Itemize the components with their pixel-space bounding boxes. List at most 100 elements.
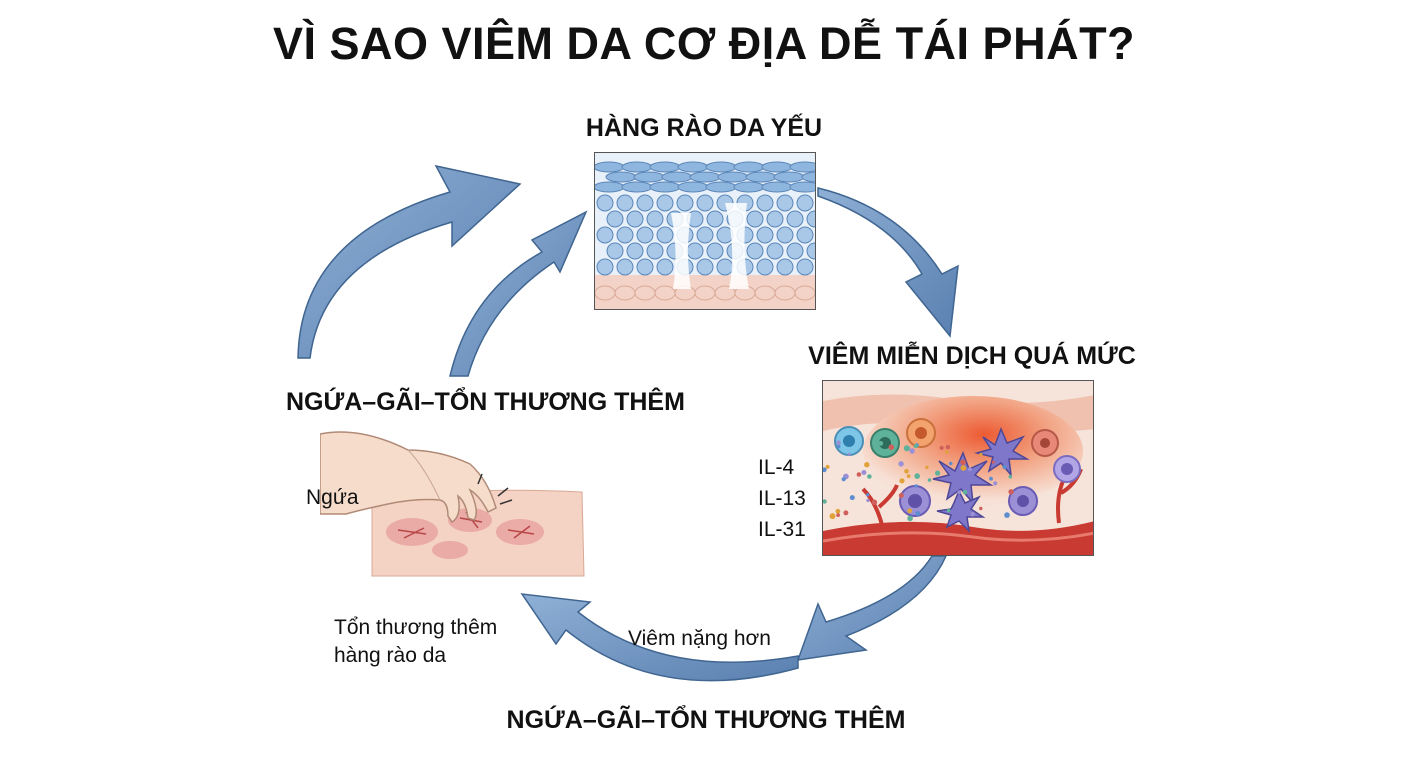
skin-cell	[656, 258, 674, 276]
worse-inflammation-note: Viêm nặng hơn	[628, 627, 771, 650]
cytokine-dot	[962, 489, 968, 495]
skin-cell	[705, 181, 737, 193]
skin-cell	[649, 161, 681, 173]
skin-cell	[761, 161, 793, 173]
skin-cell	[596, 258, 614, 276]
cytokine-dot	[927, 478, 932, 482]
skin-cell	[705, 161, 737, 173]
skin-cell	[776, 194, 794, 212]
cytokine-dot	[957, 490, 962, 494]
inflammation-heading: VIÊM MIỄN DỊCH QUÁ MỨC	[808, 342, 1136, 370]
skin-cell	[677, 181, 709, 193]
cytokine-dot	[899, 478, 905, 484]
skin-cell	[786, 210, 804, 228]
cytokine-dot	[1004, 512, 1010, 518]
cytokine-dot	[960, 459, 966, 466]
skin-cell	[801, 171, 815, 183]
itch-label: Ngứa	[306, 486, 359, 509]
immune-inflammation-illustration	[822, 380, 1094, 556]
cytokine-dot	[878, 441, 884, 446]
skin-cell	[776, 226, 794, 244]
skin-cell	[605, 171, 637, 183]
cytokine-dot	[945, 450, 949, 454]
skin-cell	[689, 171, 721, 183]
cytokine-dot	[913, 444, 918, 449]
cytokine-dot	[898, 493, 904, 498]
skin-cell	[676, 194, 694, 212]
skin-cell	[636, 258, 654, 276]
skin-cell	[761, 181, 793, 193]
skin-cell	[796, 258, 814, 276]
skin-cell	[756, 194, 774, 212]
skin-barrier-illustration	[594, 152, 816, 310]
cytokine-dot	[903, 445, 910, 452]
cytokine-dot	[989, 476, 993, 481]
skin-cell	[796, 194, 814, 212]
cytokine-dot	[836, 440, 841, 445]
skin-cell	[606, 210, 624, 228]
skin-cell	[686, 242, 704, 260]
skin-cell	[696, 258, 714, 276]
cytokine-dot	[909, 448, 915, 454]
cytokine-dot	[970, 511, 975, 517]
cytokine-dot	[925, 465, 929, 470]
skin-cell	[756, 226, 774, 244]
skin-cell	[746, 242, 764, 260]
skin-cell	[789, 161, 815, 173]
skin-cell	[616, 258, 634, 276]
skin-cell	[654, 285, 676, 301]
skin-cell	[794, 285, 815, 301]
cytokine-dot	[866, 493, 870, 497]
cytokine-dot	[960, 465, 967, 471]
skin-cell	[716, 258, 734, 276]
cytokine-dot	[979, 452, 983, 457]
cytokine-dot	[835, 508, 841, 514]
cytokine-dot	[1008, 474, 1013, 479]
skin-cell	[634, 285, 656, 301]
skin-cell	[656, 226, 674, 244]
skin-cell	[766, 210, 784, 228]
skin-cell	[633, 171, 665, 183]
cytokine-dot	[946, 508, 951, 513]
cytokine-dot	[967, 467, 972, 472]
skin-cell	[656, 194, 674, 212]
cytokine-dot	[823, 499, 827, 504]
cytokine-dot	[866, 498, 870, 503]
cytokine-dot	[836, 513, 840, 517]
cytokine-dot	[991, 460, 995, 464]
skin-cell	[733, 161, 765, 173]
skin-cell	[677, 161, 709, 173]
skin-cell	[595, 285, 616, 301]
skin-barrier-svg	[595, 153, 815, 309]
cytokine-dot	[849, 495, 855, 501]
skin-cell	[806, 210, 815, 228]
page-title: VÌ SAO VIÊM DA CƠ ĐỊA DỄ TÁI PHÁT?	[272, 18, 1136, 69]
cytokine-dot	[888, 444, 895, 450]
skin-cell	[646, 242, 664, 260]
cytokine-dot	[1008, 489, 1014, 495]
skin-cell	[621, 161, 653, 173]
cytokine-list: IL-4 IL-13 IL-31	[758, 452, 818, 545]
skin-cell	[694, 285, 716, 301]
skin-cell	[717, 171, 749, 183]
cytokine-label: IL-13	[758, 487, 806, 510]
skin-cell	[774, 285, 796, 301]
cytokine-dot	[948, 461, 953, 466]
cytokine-dot	[914, 484, 918, 488]
cytokine-dot	[979, 506, 983, 511]
cytokine-dot	[945, 444, 951, 450]
cytokine-dot	[907, 515, 913, 522]
cytokine-label: IL-4	[758, 456, 795, 479]
skin-cell	[696, 194, 714, 212]
cytokine-dot	[906, 474, 911, 478]
scratching-hand-illustration	[320, 420, 588, 580]
skin-cell	[789, 181, 815, 193]
skin-cell	[814, 290, 815, 296]
skin-cell	[706, 242, 724, 260]
barrier-damage-note-line: Tổn thương thêm	[334, 616, 498, 639]
cytokine-dot	[864, 462, 870, 468]
cytokine-dot	[823, 467, 827, 473]
skin-cell	[746, 210, 764, 228]
skin-cell	[696, 226, 714, 244]
